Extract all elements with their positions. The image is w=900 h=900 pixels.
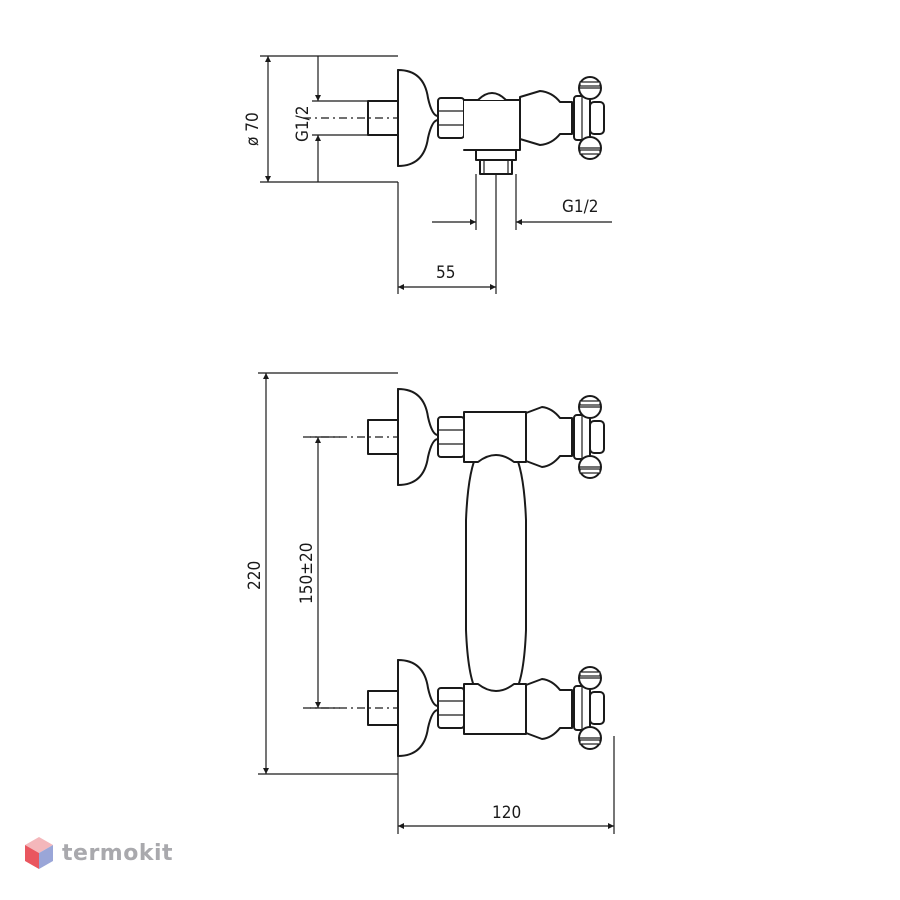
dim-top-depth: 55	[397, 174, 497, 294]
label-front-width: 120	[492, 803, 521, 823]
label-front-height: 220	[245, 561, 265, 590]
cube-logo-icon	[25, 837, 53, 869]
dim-top-thread-right: G1/2	[432, 174, 612, 230]
label-top-thread-left: G1/2	[293, 106, 313, 142]
label-top-thread-right: G1/2	[562, 197, 598, 217]
dim-front-height: 220	[245, 372, 398, 775]
dim-front-center: 150±20	[297, 436, 340, 709]
front-view	[302, 388, 605, 757]
dim-front-width: 120	[397, 736, 615, 834]
label-front-center: 150±20	[297, 543, 317, 604]
termokit-logo: termokit	[24, 836, 173, 870]
top-view	[302, 69, 605, 175]
dim-top-thread-left: G1/2	[293, 56, 372, 182]
label-top-depth: 55	[436, 263, 455, 283]
label-top-diameter: ø 70	[243, 112, 263, 146]
dim-top-diameter: ø 70	[243, 55, 398, 183]
logo-wordmark: termokit	[62, 840, 174, 866]
